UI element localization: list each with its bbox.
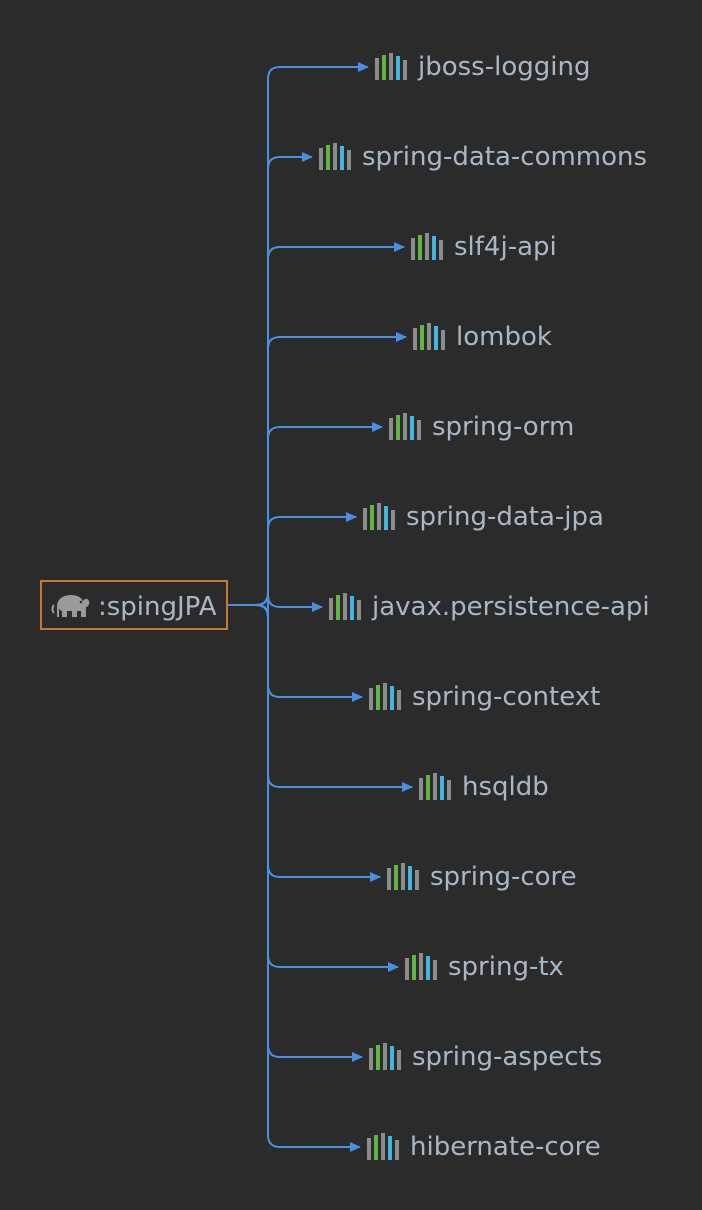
- root-node[interactable]: :spingJPA: [40, 580, 228, 630]
- dependency-node[interactable]: lombok: [412, 319, 552, 355]
- dependency-node[interactable]: spring-orm: [388, 409, 574, 445]
- library-icon: [375, 53, 407, 80]
- library-icon: [405, 953, 437, 980]
- dependency-label: slf4j-api: [454, 232, 557, 262]
- dependency-node[interactable]: javax.persistence-api: [328, 589, 650, 625]
- dependency-node[interactable]: spring-core: [386, 859, 577, 895]
- library-icon: [389, 413, 421, 440]
- dependency-edge: [228, 332, 407, 606]
- dependency-label: hibernate-core: [410, 1132, 601, 1162]
- dependency-edge: [228, 152, 313, 606]
- dependency-node[interactable]: spring-context: [368, 679, 600, 715]
- root-label: :spingJPA: [98, 592, 217, 622]
- dependency-edge: [228, 512, 357, 606]
- dependency-node[interactable]: spring-data-jpa: [362, 499, 604, 535]
- dependency-label: lombok: [456, 322, 552, 352]
- library-icon: [329, 593, 361, 620]
- dependency-node[interactable]: jboss-logging: [374, 49, 590, 85]
- gradle-elephant-icon: [51, 595, 90, 617]
- dependency-node[interactable]: slf4j-api: [410, 229, 557, 265]
- library-icon: [319, 143, 351, 170]
- dependency-label: spring-aspects: [412, 1042, 603, 1072]
- dependency-label: javax.persistence-api: [372, 592, 650, 622]
- library-icon: [411, 233, 443, 260]
- dependency-label: spring-tx: [448, 952, 564, 982]
- dependency-edge: [228, 604, 361, 1152]
- dependency-node[interactable]: spring-data-commons: [318, 139, 647, 175]
- dependency-node[interactable]: hibernate-core: [366, 1129, 601, 1165]
- dependency-label: spring-data-commons: [362, 142, 648, 172]
- dependency-label: spring-core: [430, 862, 577, 892]
- dependency-label: spring-context: [412, 682, 601, 712]
- dependency-label: spring-orm: [432, 412, 575, 442]
- dependency-edge: [228, 604, 363, 1062]
- library-icon: [363, 503, 395, 530]
- library-icon: [369, 1043, 401, 1070]
- library-icon: [369, 683, 401, 710]
- dependency-edge: [228, 604, 381, 882]
- library-icon: [413, 323, 445, 350]
- library-icon: [419, 773, 451, 800]
- library-icon: [367, 1133, 399, 1160]
- dependency-node[interactable]: hsqldb: [418, 769, 549, 805]
- dependency-node[interactable]: spring-tx: [404, 949, 564, 985]
- dependency-label: spring-data-jpa: [406, 502, 604, 532]
- library-icon: [387, 863, 419, 890]
- dependency-label: jboss-logging: [418, 52, 591, 82]
- dependency-node[interactable]: spring-aspects: [368, 1039, 602, 1075]
- dependency-label: hsqldb: [462, 772, 549, 802]
